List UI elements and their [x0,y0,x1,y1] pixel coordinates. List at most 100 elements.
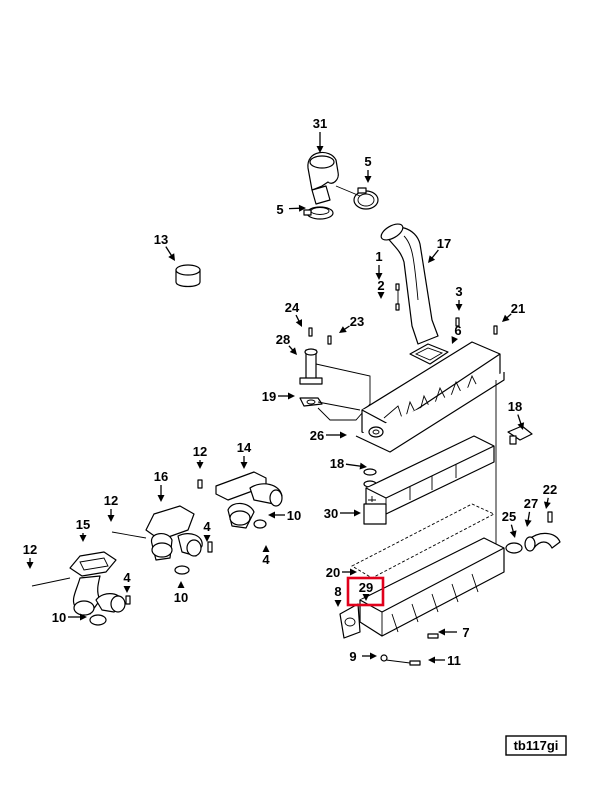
callout-26: 26 [310,428,324,443]
callout-8: 8 [334,584,341,599]
callout-4: 4 [123,570,131,585]
leader-line-13 [165,246,173,258]
part-17-outlet-tube [380,223,439,345]
callout-12: 12 [104,493,118,508]
leader-arrowhead-27 [524,519,532,527]
callout-14: 14 [237,440,252,455]
leader-arrowhead-28 [289,347,297,355]
part-18-bracket-right [507,425,533,445]
part-5-clamp-upper [353,187,379,210]
callout-19: 19 [262,389,276,404]
callout-6: 6 [454,323,461,338]
leader-arrowhead-5 [298,204,306,212]
leader-arrowhead-4 [123,586,131,593]
callout-28: 28 [276,332,290,347]
leader-arrowhead-10 [80,613,87,621]
leader-arrowhead-4 [262,545,270,552]
callout-23: 23 [350,314,364,329]
callout-3: 3 [455,284,462,299]
callout-22: 22 [543,482,557,497]
callout-18: 18 [330,456,344,471]
leader-arrowhead-29 [362,594,370,601]
callout-12: 12 [23,542,37,557]
callout-31: 31 [313,116,327,131]
figure-id-box: tb117gi [505,735,567,756]
leader-arrowhead-12 [107,515,115,522]
callout-7: 7 [462,625,469,640]
leader-arrowhead-15 [79,535,87,542]
leader-arrowhead-21 [502,314,510,322]
callout-9: 9 [349,649,356,664]
callout-16: 16 [154,469,168,484]
callout-17: 17 [437,236,451,251]
leader-arrowhead-2 [377,292,385,299]
highlight-box-29 [346,576,385,607]
part-14-manifold [197,471,283,529]
figure-id: tb117gi [514,738,559,753]
part-13-sleeve [175,264,201,288]
bolts-top [308,283,498,345]
part-15-elbow [31,551,131,626]
callout-20: 20 [326,565,340,580]
part-5-clamp-lower [303,206,334,220]
leader-arrowhead-7 [438,628,445,636]
callout-30: 30 [324,506,338,521]
leader-arrowhead-13 [168,253,175,261]
leader-arrowhead-10 [177,581,185,588]
part-26-housing [355,341,505,453]
callout-1: 1 [375,249,382,264]
leader-lines [26,132,551,664]
callout-15: 15 [76,517,90,532]
leader-arrowhead-9 [370,652,377,660]
part-28-drain-fitting [299,348,323,407]
callout-10: 10 [287,508,301,523]
bolts-bottom [380,633,439,666]
leader-arrowhead-1 [375,273,383,280]
callout-12: 12 [193,444,207,459]
leader-arrowhead-8 [334,600,342,607]
leader-arrowhead-26 [340,431,347,439]
callout-2: 2 [377,278,384,293]
leader-arrowhead-12 [196,462,204,469]
part-25-27-hose [505,511,561,554]
part-6-gasket [409,343,449,365]
callout-4: 4 [203,519,211,534]
callout-25: 25 [502,509,516,524]
leader-arrowhead-18 [359,462,367,470]
leader-arrowhead-11 [428,656,435,664]
leader-arrowhead-18 [517,422,525,430]
leader-arrowhead-14 [240,462,248,469]
leader-arrowhead-23 [339,326,347,333]
leader-arrowhead-22 [543,501,551,509]
leader-arrowhead-17 [428,255,436,263]
leader-arrowhead-19 [288,392,295,400]
leader-arrowhead-16 [157,495,165,502]
part-29-lower-housing [339,537,505,639]
leader-arrowhead-10 [268,511,275,519]
leader-arrowhead-30 [354,509,361,517]
leader-arrowhead-4 [203,535,211,542]
callout-29: 29 [359,580,373,595]
callout-5: 5 [276,202,283,217]
part-31-elbow [307,151,339,205]
callout-24: 24 [285,300,300,315]
leader-arrowhead-24 [295,319,302,327]
leader-arrowhead-31 [316,146,324,153]
callout-5: 5 [364,154,371,169]
leader-line-18 [345,463,363,467]
leader-arrowhead-20 [350,568,357,576]
callout-10: 10 [52,610,66,625]
callout-4: 4 [262,552,270,567]
part-30-core [363,435,495,525]
callout-18: 18 [508,399,522,414]
leader-arrowhead-12 [26,562,34,569]
leader-arrowhead-3 [455,304,463,311]
callout-27: 27 [524,496,538,511]
callout-10: 10 [174,590,188,605]
leader-arrowhead-25 [509,530,517,538]
callout-21: 21 [511,301,525,316]
part-20-gasket [351,380,497,579]
part-16-manifold [111,505,213,575]
